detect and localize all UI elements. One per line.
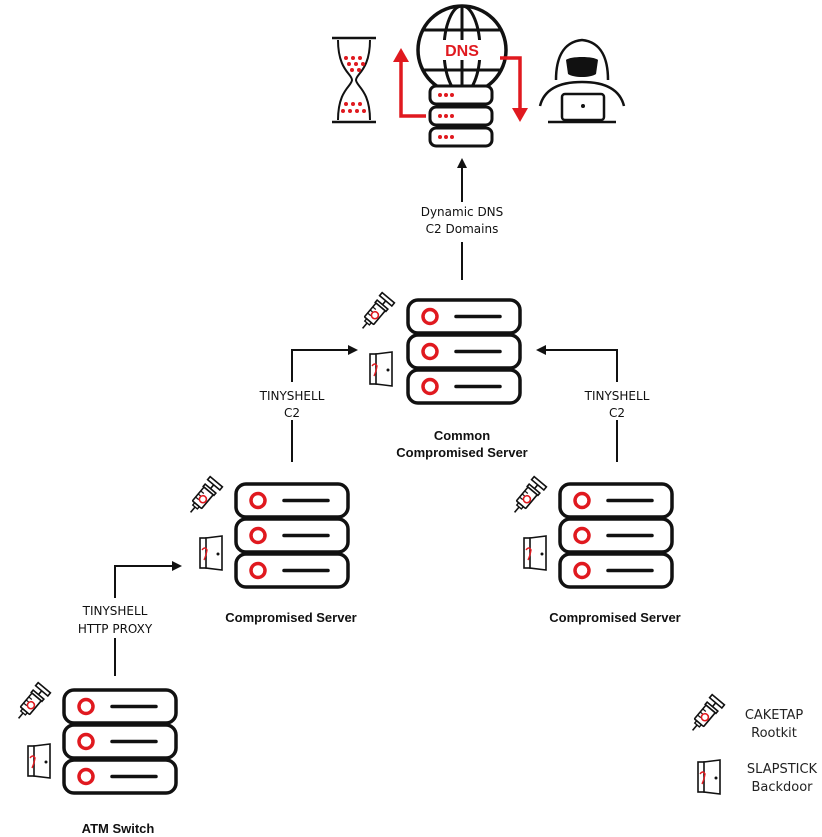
arrow-right-to-common xyxy=(536,345,618,462)
edge-label-atm-line2: HTTP PROXY xyxy=(78,622,153,636)
syringe-icon xyxy=(183,475,224,519)
legend-slapstick-line2: Backdoor xyxy=(751,780,813,795)
door-icon xyxy=(199,535,223,571)
left-server-title: Compromised Server xyxy=(225,610,357,625)
dns-server-icon xyxy=(428,84,494,148)
common-server-title-line1: Common xyxy=(434,428,490,443)
dns-label: DNS xyxy=(445,43,479,60)
server-stack-icon xyxy=(62,688,178,795)
left-server-node xyxy=(183,475,350,589)
common-server-title-line2: Compromised Server xyxy=(396,445,528,460)
right-server-title: Compromised Server xyxy=(549,610,681,625)
server-stack-icon xyxy=(558,482,674,589)
syringe-icon xyxy=(355,291,396,335)
atm-switch-node xyxy=(11,681,178,795)
dns-cycle-arrows xyxy=(393,48,528,122)
edge-label-left-line1: TINYSHELL xyxy=(259,389,325,403)
hourglass-icon xyxy=(332,36,376,124)
server-stack-icon xyxy=(406,298,522,405)
hacker-icon xyxy=(538,38,626,124)
legend-door-icon xyxy=(697,759,721,795)
server-stack-icon xyxy=(234,482,350,589)
edge-label-atm-line1: TINYSHELL xyxy=(82,604,148,618)
edge-label-dns-line2: C2 Domains xyxy=(426,222,499,236)
edge-label-left-line2: C2 xyxy=(284,406,300,420)
door-icon xyxy=(523,535,547,571)
legend-caketap-line2: Rootkit xyxy=(751,726,797,741)
arrow-left-to-common xyxy=(291,345,358,462)
edge-label-right-line2: C2 xyxy=(609,406,625,420)
legend-slapstick-line1: SLAPSTICK xyxy=(747,762,818,777)
edge-label-dns-line1: Dynamic DNS xyxy=(421,205,504,219)
dns-globe-icon: DNS xyxy=(416,4,508,96)
syringe-icon xyxy=(11,681,52,725)
legend: CAKETAP Rootkit SLAPSTICK Backdoor xyxy=(685,693,818,795)
right-server-node xyxy=(507,475,674,589)
syringe-icon xyxy=(507,475,548,519)
atm-switch-title: ATM Switch xyxy=(82,821,155,836)
door-icon xyxy=(27,743,51,779)
common-server-node xyxy=(355,291,522,405)
edge-label-right-line1: TINYSHELL xyxy=(584,389,650,403)
door-icon xyxy=(369,351,393,387)
arrow-atm-to-left xyxy=(114,561,182,676)
legend-caketap-line1: CAKETAP xyxy=(745,708,804,723)
legend-syringe-icon xyxy=(685,693,726,737)
